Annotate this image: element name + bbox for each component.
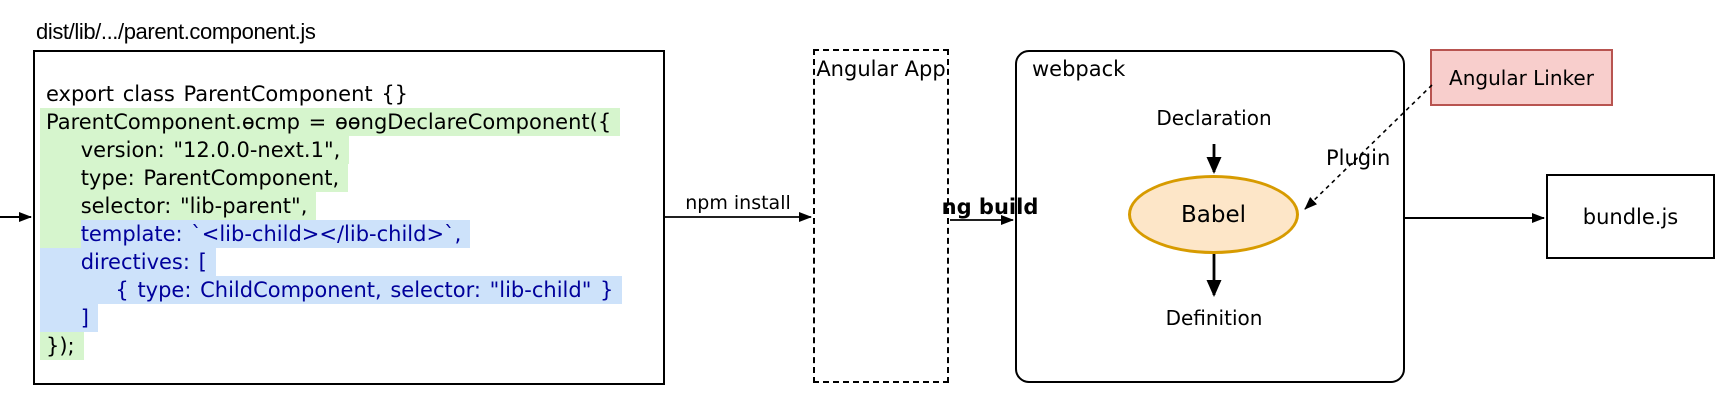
code-line: { type: ChildComponent, selector: "lib-c… bbox=[40, 276, 623, 304]
code-line: selector: "lib-parent", bbox=[40, 192, 622, 220]
code-line: }); bbox=[40, 332, 622, 360]
code-segment: directives: [ bbox=[40, 248, 216, 276]
code-segment bbox=[40, 220, 81, 248]
code-segment: selector: "lib-parent", bbox=[40, 192, 317, 220]
code-line: ] bbox=[40, 304, 622, 332]
bundle-js-box: bundle.js bbox=[1546, 174, 1715, 259]
angular-linker-label: Angular Linker bbox=[1449, 65, 1594, 90]
source-file-path-label: dist/lib/.../parent.component.js bbox=[36, 19, 316, 44]
code-segment: ] bbox=[40, 304, 98, 332]
code-segment: }); bbox=[40, 332, 84, 360]
definition-label: Definition bbox=[1165, 306, 1263, 330]
code-block: export class ParentComponent {}ParentCom… bbox=[40, 80, 623, 360]
angular-app-label: Angular App bbox=[816, 57, 946, 81]
code-segment: ParentComponent.ɵcmp = ɵɵngDeclareCompon… bbox=[40, 108, 621, 136]
angular-linker-box: Angular Linker bbox=[1430, 49, 1613, 106]
bundle-js-label: bundle.js bbox=[1582, 204, 1679, 229]
code-line: type: ParentComponent, bbox=[40, 164, 622, 192]
npm-install-edge-label: npm install bbox=[685, 192, 791, 214]
code-line: export class ParentComponent {} bbox=[40, 80, 622, 108]
code-segment: export class ParentComponent {} bbox=[46, 82, 409, 106]
code-line: directives: [ bbox=[40, 248, 622, 276]
declaration-label: Declaration bbox=[1156, 106, 1272, 130]
babel-node: Babel bbox=[1128, 175, 1299, 254]
plugin-edge-label: Plugin bbox=[1326, 146, 1391, 170]
code-segment: template: `<lib-child></lib-child>`, bbox=[80, 220, 471, 248]
ng-build-edge-label: ng build bbox=[941, 195, 1039, 219]
code-segment: type: ParentComponent, bbox=[40, 164, 349, 192]
code-segment: version: "12.0.0-next.1", bbox=[40, 136, 350, 164]
angular-app-box: Angular App bbox=[813, 49, 949, 383]
code-line: template: `<lib-child></lib-child>`, bbox=[40, 220, 622, 248]
babel-label: Babel bbox=[1180, 201, 1246, 228]
webpack-label: webpack bbox=[1032, 57, 1126, 81]
code-segment: { type: ChildComponent, selector: "lib-c… bbox=[40, 276, 623, 304]
code-line: ParentComponent.ɵcmp = ɵɵngDeclareCompon… bbox=[40, 108, 622, 136]
code-line: version: "12.0.0-next.1", bbox=[40, 136, 622, 164]
